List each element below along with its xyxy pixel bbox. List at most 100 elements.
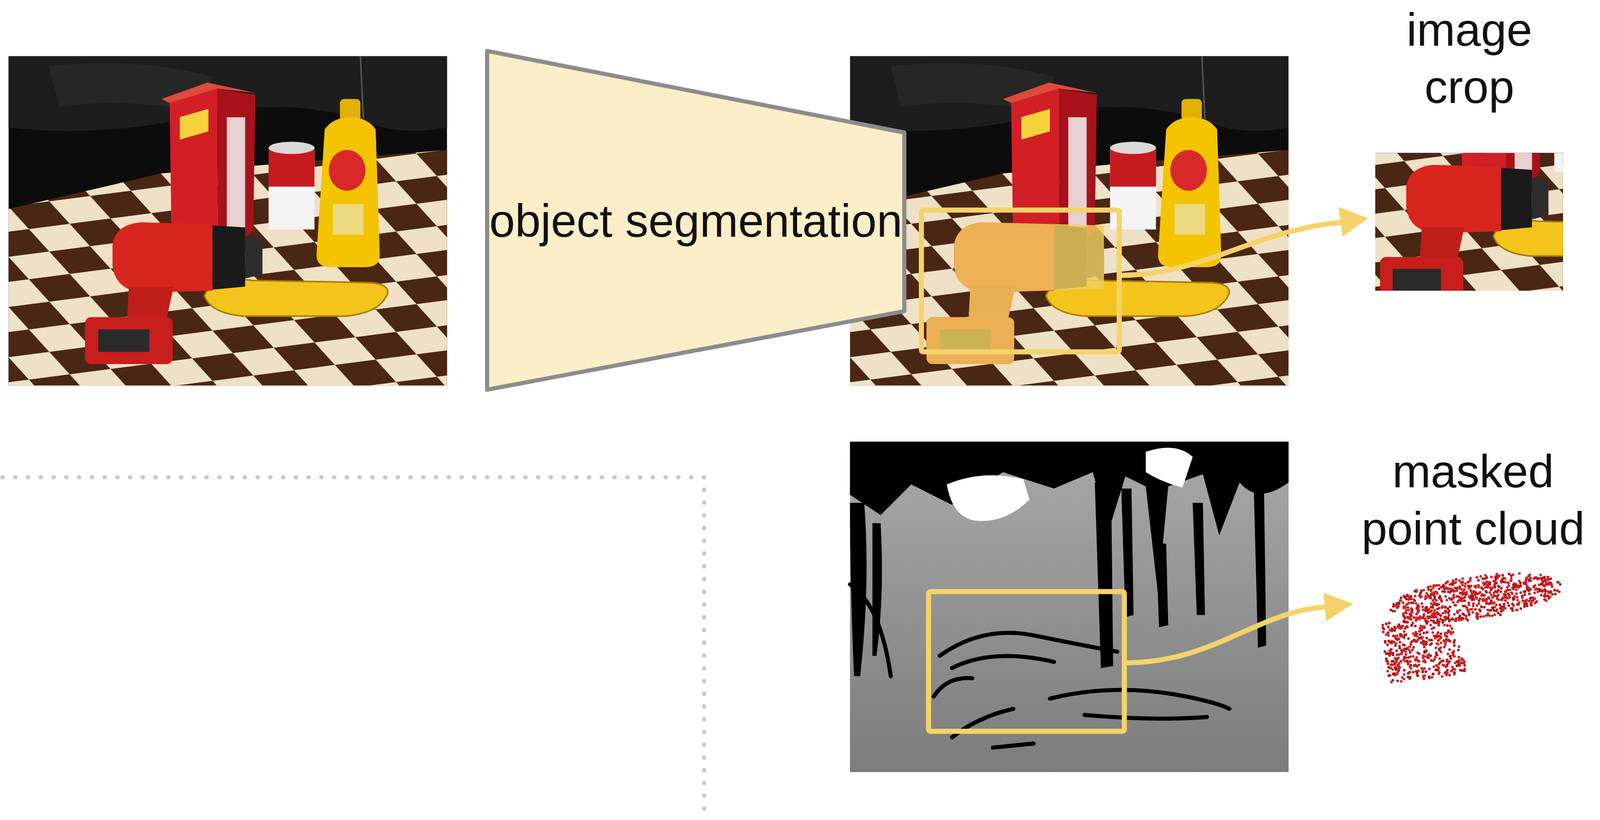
cloud-point [1511,573,1515,577]
cloud-point [1407,637,1410,641]
cloud-point [1491,586,1494,590]
cloud-point [1404,608,1408,612]
cloud-point [1458,668,1462,672]
cloud-point [1394,636,1397,640]
cloud-point [1471,604,1475,608]
cloud-point [1411,671,1415,674]
cloud-point [1396,679,1399,683]
cloud-point [1415,635,1419,638]
cloud-point [1414,624,1417,628]
cloud-point [1547,583,1551,587]
cloud-point [1404,653,1408,656]
cloud-point [1450,617,1454,621]
cloud-point [1490,614,1494,618]
cloud-point [1390,663,1394,667]
cloud-point [1460,592,1463,595]
cloud-point [1536,577,1540,581]
cloud-point [1438,660,1442,664]
cloud-point [1449,630,1452,634]
cloud-arrow [1124,592,1353,664]
cloud-point [1407,608,1410,612]
cloud-point [1406,662,1410,666]
cloud-point [1496,590,1499,594]
cloud-point [1412,616,1416,619]
cloud-point [1401,624,1404,628]
cloud-point [1455,617,1458,621]
cloud-point [1392,634,1396,638]
cloud-point [1524,580,1528,584]
cloud-point [1446,617,1450,621]
cloud-point [1507,604,1511,607]
cloud-point [1406,602,1410,606]
cloud-point [1476,612,1480,616]
cloud-point [1446,652,1450,656]
cloud-point [1458,664,1462,667]
cloud-point [1406,605,1410,609]
cloud-point [1439,641,1443,645]
cloud-point [1415,617,1419,621]
cloud-point [1444,634,1447,638]
cloud-point [1472,602,1475,606]
cloud-point [1391,668,1395,672]
segmented-photo [850,56,1289,386]
cloud-point [1429,589,1433,593]
cloud-point [1402,655,1406,659]
cloud-point [1474,593,1477,597]
cloud-point [1512,586,1516,589]
cloud-point [1423,618,1427,622]
cloud-point [1418,629,1421,633]
cloud-point [1432,672,1435,676]
cloud-point [1457,645,1461,649]
cloud-point [1383,650,1387,654]
cloud-point [1421,642,1425,646]
cloud-point [1402,643,1405,647]
cloud-point [1404,650,1408,654]
cloud-point [1549,591,1553,594]
cloud-point [1399,635,1403,638]
cloud-point [1519,591,1523,594]
cloud-point [1510,591,1513,595]
cloud-point [1414,602,1418,606]
cloud-point [1506,601,1510,605]
cloud-point [1384,622,1388,626]
cloud-point [1387,665,1391,669]
cloud-point [1425,605,1428,609]
cloud-point [1456,664,1459,668]
cloud-point [1433,608,1437,612]
cloud-point [1424,670,1428,674]
cloud-point [1429,619,1433,623]
cloud-point [1483,605,1487,609]
cloud-point [1421,616,1425,620]
cloud-point [1444,611,1448,614]
cloud-point [1408,651,1412,654]
cloud-point [1430,676,1434,679]
cloud-point [1490,593,1493,597]
cloud-point [1534,584,1537,588]
cloud-point [1516,603,1520,606]
cloud-point [1436,635,1439,638]
cloud-point [1437,622,1440,625]
cloud-point [1444,641,1447,645]
cloud-point [1430,642,1433,646]
bounding-box [921,209,1120,352]
cloud-point [1386,625,1390,629]
cloud-point [1385,623,1389,626]
cloud-point [1501,574,1505,577]
cloud-point [1439,597,1443,600]
cloud-point [1441,618,1445,622]
cloud-point [1466,618,1470,622]
cloud-point [1453,668,1457,672]
cloud-point [1546,594,1550,598]
cloud-point [1449,624,1452,628]
cloud-point [1505,581,1509,584]
cloud-point [1387,674,1391,678]
cloud-point [1536,590,1540,594]
cloud-point [1421,625,1425,629]
cloud-point [1429,616,1433,619]
cloud-point [1402,605,1406,608]
cloud-point [1391,653,1395,657]
cloud-point [1477,584,1481,588]
cloud-point [1402,658,1406,661]
cloud-point [1437,672,1441,676]
cloud-point [1421,608,1425,612]
